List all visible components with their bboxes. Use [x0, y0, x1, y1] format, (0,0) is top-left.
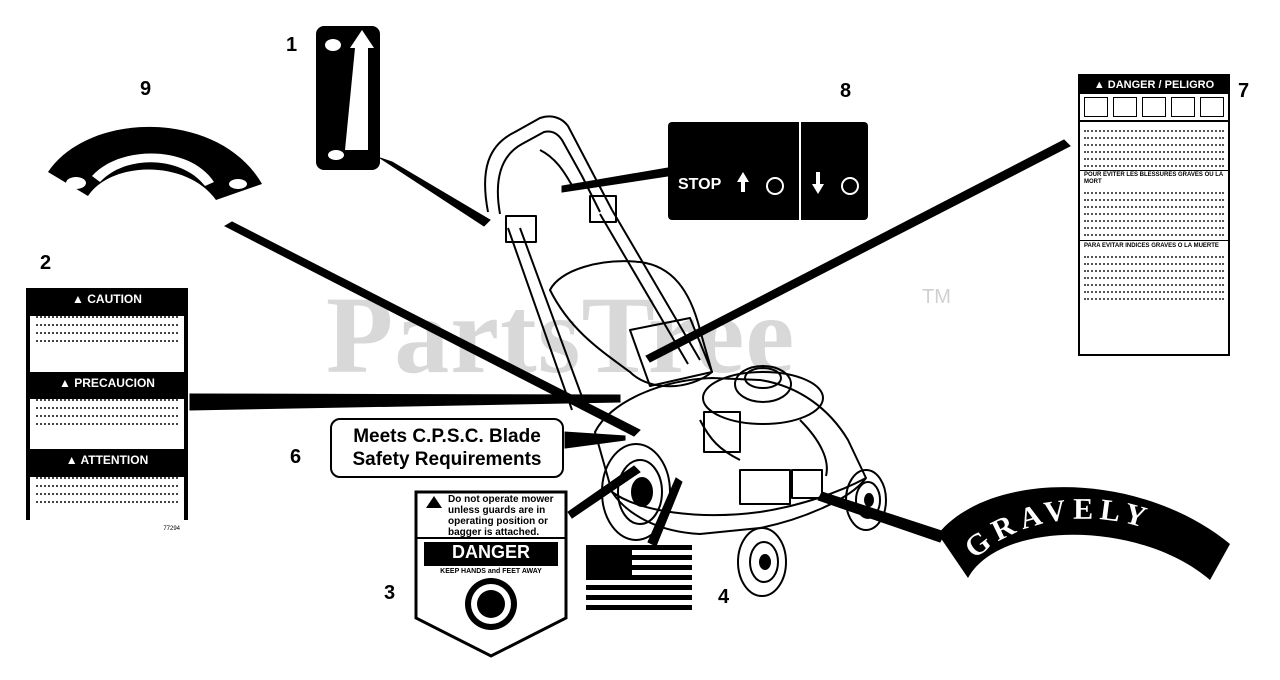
callout-1: 1	[286, 34, 298, 56]
warning-line-1: Do not operate mower	[448, 494, 554, 505]
decal-1-speed	[316, 26, 380, 170]
leader-7	[645, 139, 1071, 363]
callout-7: 7	[1238, 80, 1250, 102]
warning-line-2: unless guards are in	[448, 505, 546, 516]
decal-6-blade-safety: Meets C.P.S.C. Blade Safety Requirements	[330, 418, 564, 478]
decal-8-stop	[668, 122, 868, 220]
blade-icon	[1199, 97, 1224, 117]
danger-spanish-block	[1080, 256, 1228, 300]
precaucion-text-block	[30, 399, 184, 449]
caution-header: ▲ CAUTION	[28, 290, 186, 308]
caution-text-block	[30, 316, 184, 372]
callout-8: 8	[840, 80, 852, 102]
decal-2-caution: ▲ CAUTION ▲ PRECAUCION ▲ ATTENTION 77294	[26, 288, 188, 535]
rabbit-icon	[66, 177, 86, 189]
attention-header: ▲ ATTENTION	[28, 451, 186, 469]
danger-french-block	[1080, 192, 1228, 236]
caution-label: CAUTION	[87, 292, 142, 306]
leader-9	[223, 221, 641, 437]
arrow-up-icon	[350, 30, 374, 48]
attention-text-block: 77294	[30, 477, 184, 535]
blade-safety-line-1: Meets C.P.S.C. Blade	[353, 426, 541, 447]
svg-text:GRAVELY: GRAVELY	[958, 493, 1155, 565]
callout-9: 9	[140, 78, 152, 100]
callout-6: 6	[290, 446, 302, 468]
decal-4-flag	[586, 545, 692, 611]
engine-on-icon	[841, 177, 859, 195]
decal-3-danger-label: DANGER	[451, 542, 530, 562]
slope-icon	[1170, 97, 1195, 117]
arrow-up-icon	[737, 172, 749, 182]
callout-4: 4	[718, 586, 730, 608]
leader-1	[379, 157, 491, 227]
leader-lines	[189, 139, 1071, 547]
callout-2: 2	[40, 252, 52, 274]
precaucion-label: PRECAUCION	[74, 376, 155, 390]
danger-peligro-header: ▲ DANGER / PELIGRO	[1080, 76, 1228, 94]
danger-pictograms	[1080, 94, 1228, 122]
wheel-front-left	[737, 527, 787, 597]
callout-5: 5	[1070, 502, 1082, 524]
danger-spanish-title: PARA EVITAR INDICES GRAVES O LA MUERTE	[1080, 240, 1228, 251]
decal-5-gravely	[938, 487, 1230, 580]
thrown-object-icon	[1141, 97, 1166, 117]
warning-line-3: operating position or	[448, 516, 548, 527]
decal-3-danger-shield	[414, 490, 568, 658]
lawn-mower	[484, 115, 867, 535]
manual-icon	[1084, 97, 1109, 117]
precaucion-header: ▲ PRECAUCION	[28, 374, 186, 392]
decal-3-warning-text: Do not operate mower unless guards are i…	[448, 494, 564, 538]
attention-label: ATTENTION	[80, 453, 149, 467]
decal-7-danger-peligro: ▲ DANGER / PELIGRO POUR EVITER LES BLESS…	[1078, 74, 1230, 356]
watermark-trademark: TM	[922, 286, 951, 308]
danger-french-title: POUR EVITER LES BLESSURES GRAVES OU LA M…	[1080, 170, 1228, 187]
warning-line-4: bagger is attached.	[448, 527, 540, 538]
danger-english-block	[1080, 122, 1228, 170]
leader-6	[564, 431, 626, 449]
callout-3: 3	[384, 582, 396, 604]
wheel-front-right	[845, 469, 887, 531]
bystander-icon	[1113, 97, 1138, 117]
leader-2	[189, 393, 621, 411]
turtle-icon	[229, 179, 247, 189]
rabbit-icon	[325, 39, 341, 51]
stop-label: STOP	[678, 176, 722, 193]
blade-safety-line-2: Safety Requirements	[352, 449, 542, 470]
engine-off-icon	[766, 177, 784, 195]
decal-3-subtitle: KEEP HANDS and FEET AWAY	[440, 568, 542, 575]
caution-part-number: 77294	[163, 526, 180, 532]
turtle-icon	[328, 150, 344, 160]
wheel-rear-left	[601, 443, 671, 541]
warning-triangle-icon	[426, 496, 442, 508]
arrow-down-icon	[812, 184, 824, 194]
gravely-brand-text: GRAVELY	[958, 493, 1149, 565]
danger-peligro-title: DANGER / PELIGRO	[1107, 79, 1215, 91]
decal-9-arc	[48, 126, 262, 200]
leader-3	[567, 465, 641, 519]
